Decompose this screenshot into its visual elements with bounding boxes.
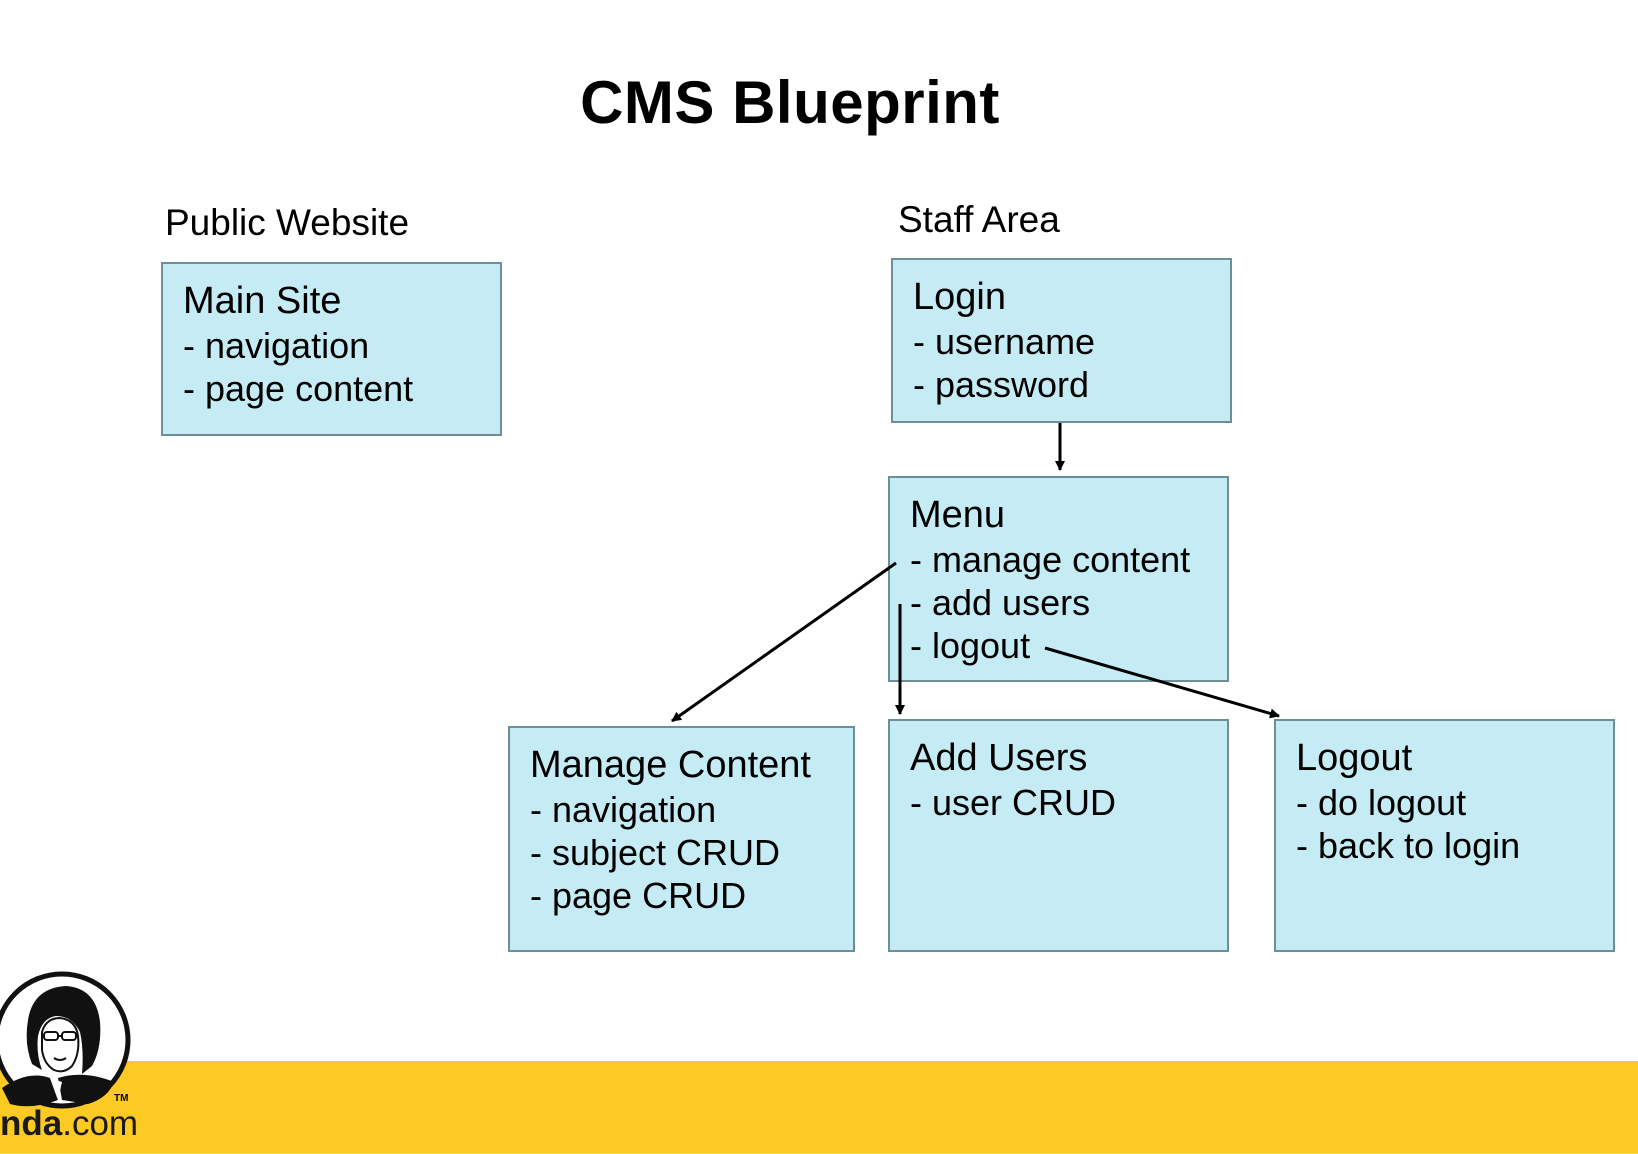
brand-logo-icon	[0, 971, 131, 1109]
box-item: - username	[913, 321, 1096, 362]
box-item: - navigation	[530, 789, 717, 830]
box-item: - navigation	[183, 325, 370, 366]
box-title: Logout	[1296, 737, 1413, 779]
box-item: - password	[913, 364, 1090, 405]
box-item: - back to login	[1296, 825, 1521, 866]
box-title: Menu	[910, 494, 1006, 536]
trademark-mark: TM	[114, 1093, 129, 1104]
section-label-staff: Staff Area	[898, 199, 1060, 240]
box-item: - page content	[183, 368, 414, 409]
arrow-menu-to-manage-content	[671, 561, 897, 723]
box-item: - do logout	[1296, 782, 1467, 823]
brand-wordmark: nda.com	[0, 1104, 138, 1144]
page-title: CMS Blueprint	[580, 69, 1000, 136]
brand-suffix: .com	[62, 1104, 139, 1143]
box-title: Main Site	[183, 280, 342, 322]
box-add-users: Add Users - user CRUD	[888, 719, 1229, 952]
box-item: - subject CRUD	[530, 832, 781, 873]
box-title: Login	[913, 276, 1006, 318]
box-main-site: Main Site - navigation - page content	[161, 262, 502, 436]
box-item: - logout	[910, 625, 1031, 666]
section-label-public: Public Website	[165, 202, 410, 243]
box-item: - manage content	[910, 539, 1191, 580]
box-manage-content: Manage Content - navigation - subject CR…	[508, 726, 855, 952]
brand-bold: nda	[0, 1104, 63, 1143]
box-title: Manage Content	[530, 744, 811, 786]
box-login: Login - username - password	[891, 258, 1232, 423]
box-menu: Menu - manage content - add users - logo…	[888, 476, 1229, 682]
box-title: Add Users	[910, 737, 1088, 779]
box-item: - add users	[910, 582, 1091, 623]
box-logout: Logout - do logout - back to login	[1274, 719, 1615, 952]
box-item: - user CRUD	[910, 782, 1117, 823]
box-item: - page CRUD	[530, 875, 747, 916]
footer-bar	[0, 1061, 1638, 1154]
